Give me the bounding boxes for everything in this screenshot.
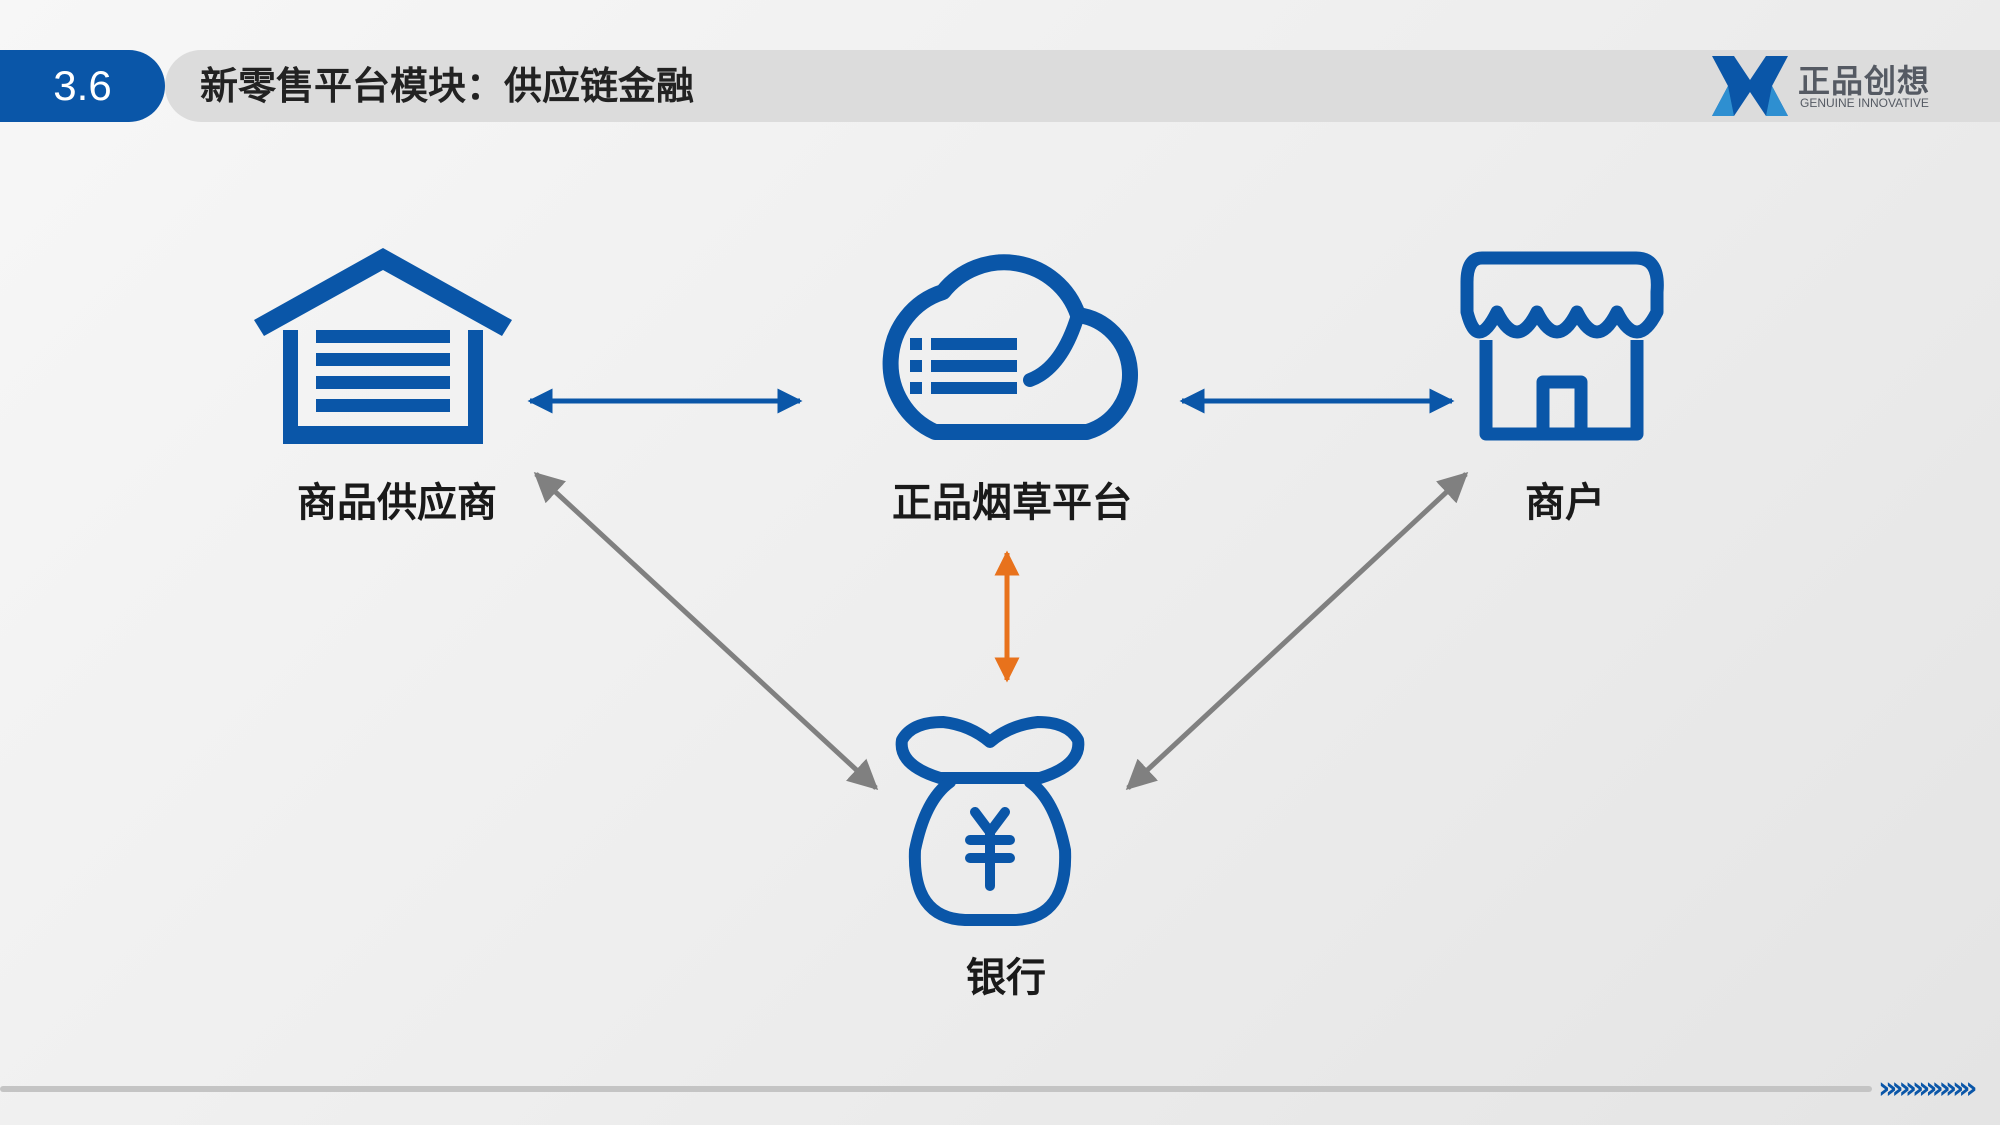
header-bar <box>165 50 2000 122</box>
arrow-supplier-bank <box>533 471 879 791</box>
storefront-icon <box>1460 251 1664 441</box>
cloud-list-icon <box>882 254 1138 440</box>
logo-mark-icon <box>1712 56 1788 116</box>
supplier-label: 商品供应商 <box>297 480 497 526</box>
merchant-label: 商户 <box>1525 480 1605 526</box>
page-title: 新零售平台模块：供应链金融 <box>200 64 695 108</box>
section-badge: 3.6 <box>0 50 165 122</box>
warehouse-icon <box>254 248 512 444</box>
logo-name-en: GENUINE INNOVATIVE <box>1800 96 1929 110</box>
footer-chevrons-icon: »»»»»»» <box>1878 1071 1978 1106</box>
company-logo: 正品创想 GENUINE INNOVATIVE <box>1712 54 1952 118</box>
money-bag-yuan-icon <box>895 716 1085 926</box>
arrow-merchant-bank <box>1125 471 1469 791</box>
platform-label: 正品烟草平台 <box>892 480 1132 526</box>
footer-line <box>0 1086 1872 1092</box>
logo-name-cn: 正品创想 <box>1798 62 1931 100</box>
bank-label: 银行 <box>966 955 1046 1001</box>
